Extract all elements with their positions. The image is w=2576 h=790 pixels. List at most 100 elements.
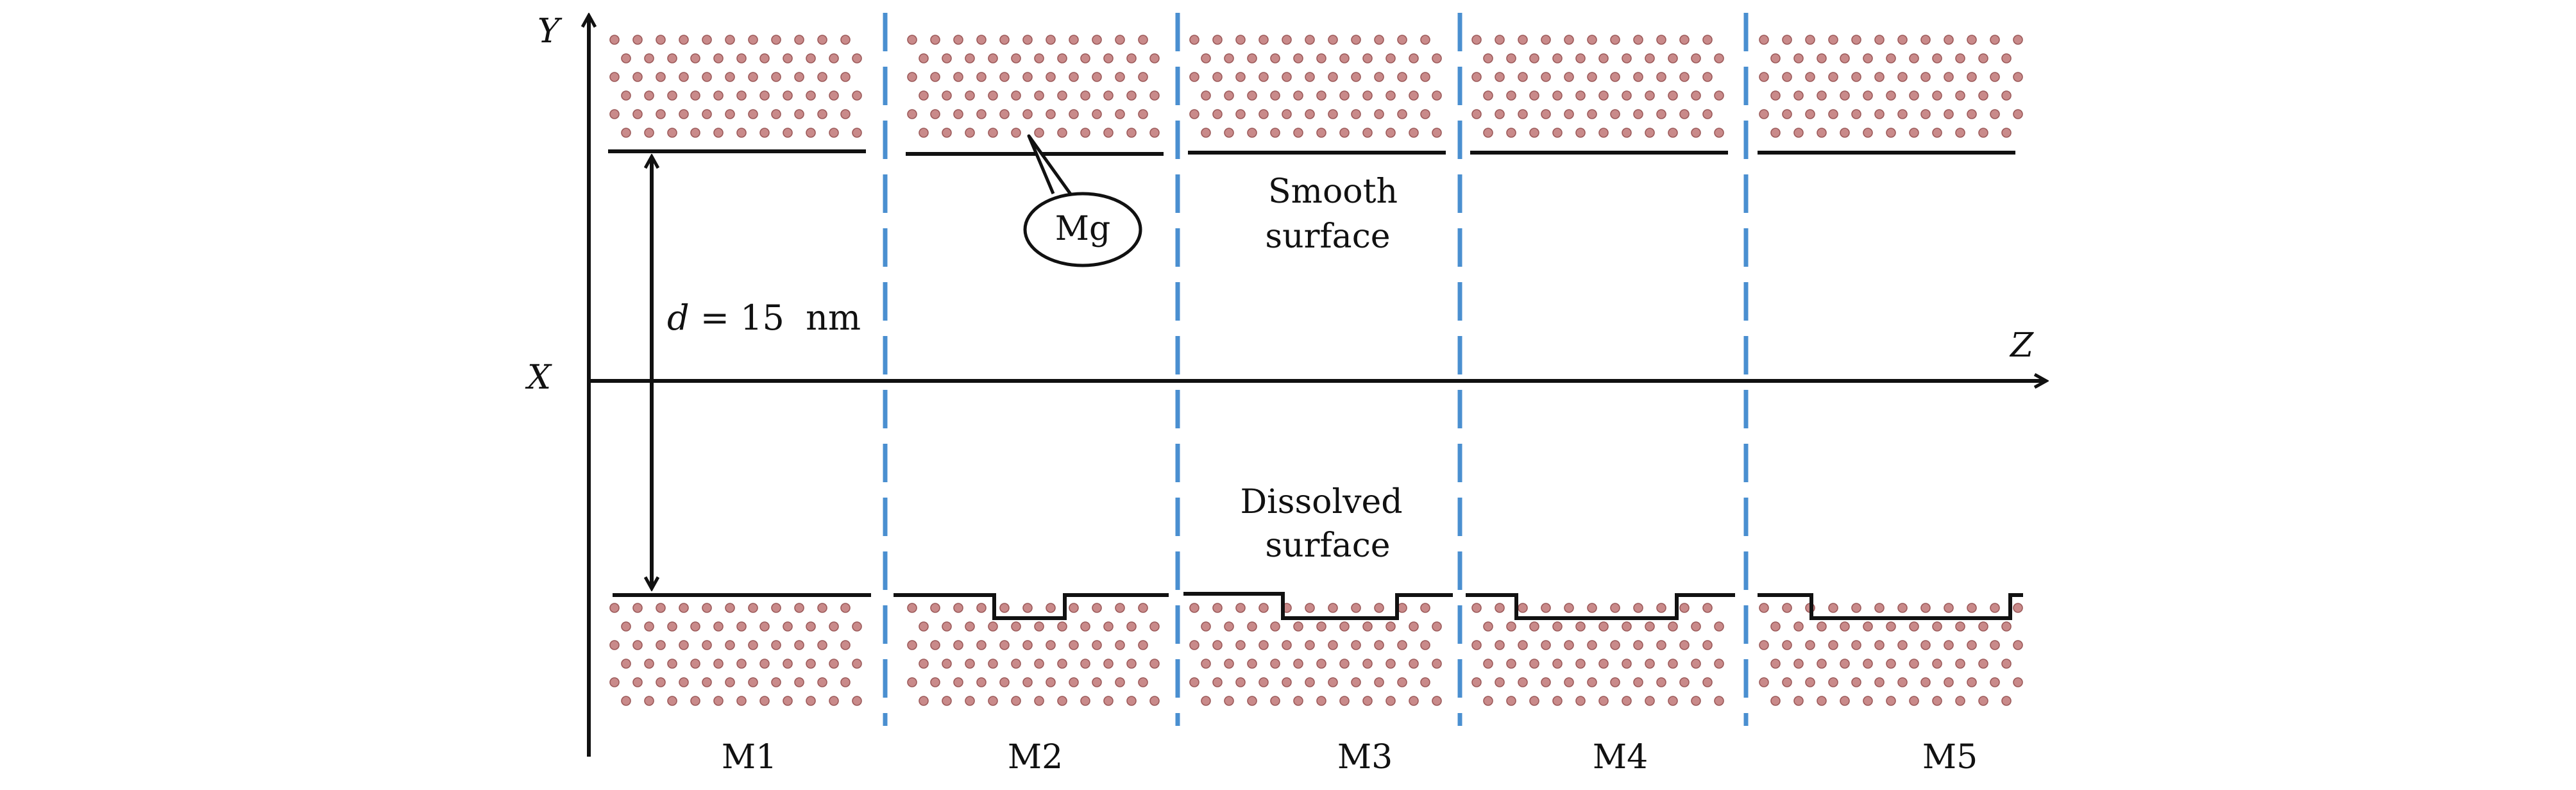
mg-atom-top-m4 [1679,35,1690,45]
mg-atom-bottom-m1 [771,640,781,650]
mg-atom-top-m5 [1840,53,1850,63]
mg-atom-bottom-m2 [976,677,987,687]
mg-atom-bottom-m1 [829,621,839,632]
mg-atom-top-m1 [679,35,689,45]
mg-atom-top-m5 [2013,72,2023,82]
mg-atom-top-m2 [1011,128,1021,138]
mg-atom-bottom-m4 [1622,696,1632,706]
mg-atom-bottom-m4 [1564,677,1574,687]
mg-atom-bottom-m4 [1575,659,1586,669]
mg-atom-top-m1 [840,35,851,45]
mg-atom-bottom-m3 [1201,659,1211,669]
mg-atom-bottom-m1 [759,621,770,632]
mg-atom-top-m1 [609,72,620,82]
mg-atom-bottom-m2 [1034,696,1044,706]
mg-atom-top-m4 [1598,128,1609,138]
mg-atom-top-m4 [1541,72,1551,82]
mg-atom-top-m3 [1385,128,1396,138]
mg-atom-bottom-m5 [1978,696,1988,706]
mg-atom-top-m1 [621,128,631,138]
mg-atom-bottom-m2 [953,640,963,650]
mg-atom-bottom-m3 [1432,621,1442,632]
mg-atom-top-m4 [1668,90,1678,101]
mg-atom-bottom-m5 [1990,677,2000,687]
mg-atom-top-m4 [1495,72,1505,82]
mg-atom-top-m5 [1886,128,1896,138]
mg-atom-top-m5 [1920,35,1931,45]
mg-atom-top-m5 [1909,53,1919,63]
z-axis-label: Z [2009,326,2034,365]
mg-atom-top-m2 [1069,35,1079,45]
mg-atom-top-m1 [817,109,827,119]
mg-atom-top-m2 [999,109,1010,119]
mg-atom-top-m5 [1759,72,1769,82]
mg-atom-top-m5 [2001,90,2012,101]
mg-atom-bottom-m2 [965,659,975,669]
mg-atom-bottom-m5 [1909,696,1919,706]
mg-atom-top-m3 [1270,53,1280,63]
mg-atom-top-m2 [976,109,987,119]
mg-atom-bottom-m5 [2001,659,2012,669]
mg-atom-bottom-m4 [1529,696,1539,706]
mg-atom-top-m4 [1587,72,1597,82]
mg-atom-top-m2 [1092,35,1102,45]
mg-atom-bottom-m5 [1759,603,1769,613]
mg-atom-bottom-m5 [1840,659,1850,669]
mg-atom-top-m5 [2001,128,2012,138]
mg-atom-top-m1 [783,90,793,101]
mg-atom-bottom-m5 [1897,603,1908,613]
mg-atom-bottom-m1 [644,659,654,669]
mg-atom-top-m1 [817,35,827,45]
mg-atom-bottom-m4 [1483,621,1493,632]
mg-atom-top-m1 [656,109,666,119]
mg-atom-top-m1 [725,109,735,119]
mg-atom-top-m4 [1518,109,1528,119]
bottom-surface-m4 [1466,593,1735,620]
mg-atom-top-m1 [736,53,747,63]
model-label-m5: M5 [1922,738,1978,777]
mg-atom-bottom-m2 [953,603,963,613]
mg-atom-top-m5 [1932,90,1942,101]
mg-atom-bottom-m3 [1385,696,1396,706]
mg-atom-top-m1 [771,109,781,119]
mg-atom-top-m5 [1978,90,1988,101]
mg-atom-bottom-m5 [1793,696,1804,706]
mg-atom-bottom-m5 [1793,621,1804,632]
mg-atom-bottom-m4 [1587,640,1597,650]
mg-atom-bottom-m2 [1092,640,1102,650]
mg-atom-top-m2 [1046,72,1056,82]
mg-atom-bottom-m1 [817,677,827,687]
mg-atom-bottom-m4 [1575,696,1586,706]
mg-atom-top-m4 [1495,35,1505,45]
mg-atom-bottom-m1 [667,621,677,632]
mg-atom-bottom-m5 [1863,659,1873,669]
mg-atom-top-m3 [1351,72,1361,82]
mg-atom-top-m2 [1080,53,1090,63]
mg-atom-top-m4 [1506,53,1516,63]
mg-atom-bottom-m1 [748,677,758,687]
mg-atom-bottom-m4 [1691,621,1701,632]
mg-atom-bottom-m2 [930,603,940,613]
mg-atom-bottom-m5 [1817,696,1827,706]
mg-atom-top-m3 [1305,109,1315,119]
mg-atom-bottom-m2 [1115,677,1125,687]
mg-atom-top-m4 [1702,109,1713,119]
mg-atom-top-m4 [1691,128,1701,138]
mg-atom-top-m4 [1645,90,1655,101]
mg-atom-top-m5 [1817,90,1827,101]
mg-atom-bottom-m5 [1978,621,1988,632]
mg-atom-bottom-m1 [736,659,747,669]
mg-atom-bottom-m3 [1270,696,1280,706]
mg-atom-bottom-m3 [1432,696,1442,706]
mg-atom-bottom-m3 [1247,621,1257,632]
mg-atom-bottom-m5 [1817,621,1827,632]
mg-atom-top-m1 [806,128,816,138]
mg-atom-bottom-m4 [1691,696,1701,706]
mg-atom-bottom-m4 [1656,640,1666,650]
mg-atom-top-m1 [690,128,700,138]
mg-atom-top-m1 [702,35,712,45]
mg-atom-top-m5 [1851,72,1861,82]
mg-atom-top-m1 [656,72,666,82]
mg-atom-top-m4 [1668,53,1678,63]
mg-atom-bottom-m4 [1495,640,1505,650]
